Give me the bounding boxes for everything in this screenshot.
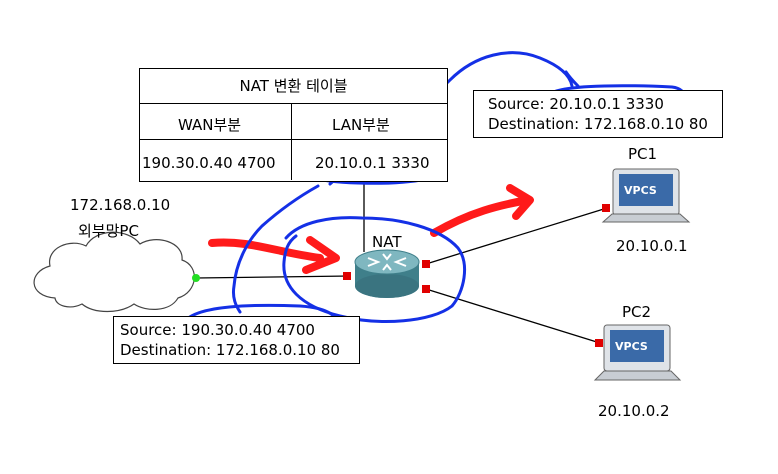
nat-table-lan-value: 20.10.0.1 3330 [315, 154, 430, 172]
packet-callout-top: Source: 20.10.0.1 3330 Destination: 172.… [473, 90, 723, 138]
packet-bottom-destination-label: Destination: [120, 341, 212, 359]
packet-bottom-destination-line: Destination: 172.168.0.10 80 [114, 340, 359, 360]
packet-top-source-label: Source: [488, 95, 545, 113]
red-arrow-right [430, 184, 534, 237]
link-cloud-router [195, 275, 351, 279]
pc1-ip: 20.10.0.1 [616, 237, 688, 255]
pc1-name: PC1 [628, 145, 658, 163]
pc2-icon [593, 324, 682, 381]
packet-bottom-source-label: Source: [120, 321, 177, 339]
nat-table-divider-vertical [291, 104, 292, 180]
nat-table-title: NAT 변환 테이블 [140, 69, 447, 104]
nat-table-divider-horizontal [140, 139, 447, 140]
router-port-pc1 [422, 260, 430, 268]
pc2-name: PC2 [622, 303, 652, 321]
packet-top-source-value: 20.10.0.1 3330 [549, 95, 664, 113]
router-port-left [343, 272, 351, 280]
red-arrow-left [208, 236, 340, 274]
external-pc-label: 외부망PC [78, 222, 139, 240]
pc2-screen-label: VPCS [615, 340, 648, 353]
nat-table-wan-header: WAN부분 [178, 116, 242, 134]
pc1-icon [601, 168, 691, 223]
packet-top-destination-value: 172.168.0.10 80 [583, 115, 708, 133]
router-port-pc2 [422, 285, 430, 293]
packet-top-destination-label: Destination: [488, 115, 580, 133]
router-icon [354, 249, 420, 298]
packet-callout-bottom: Source: 190.30.0.40 4700 Destination: 17… [113, 316, 360, 364]
link-router-pc2 [425, 288, 601, 344]
pc2-ip: 20.10.0.2 [598, 402, 670, 420]
pc1-port [602, 204, 610, 212]
packet-top-destination-line: Destination: 172.168.0.10 80 [474, 114, 722, 134]
external-pc-ip: 172.168.0.10 [70, 196, 171, 214]
nat-table-wan-value: 190.30.0.40 4700 [142, 154, 276, 172]
packet-bottom-destination-value: 172.168.0.10 80 [215, 341, 340, 359]
packet-bottom-source-line: Source: 190.30.0.40 4700 [114, 317, 359, 340]
pc2-port [595, 339, 603, 347]
cloud-port [192, 274, 200, 282]
cloud-icon [33, 231, 195, 313]
pc1-screen-label: VPCS [624, 184, 657, 197]
packet-top-source-line: Source: 20.10.0.1 3330 [474, 91, 722, 114]
packet-bottom-source-value: 190.30.0.40 4700 [181, 321, 315, 339]
router-label: NAT [372, 233, 402, 251]
link-router-pc1 [425, 207, 608, 265]
nat-table: NAT 변환 테이블 WAN부분 LAN부분 190.30.0.40 4700 … [139, 68, 448, 182]
nat-table-lan-header: LAN부분 [332, 116, 390, 134]
